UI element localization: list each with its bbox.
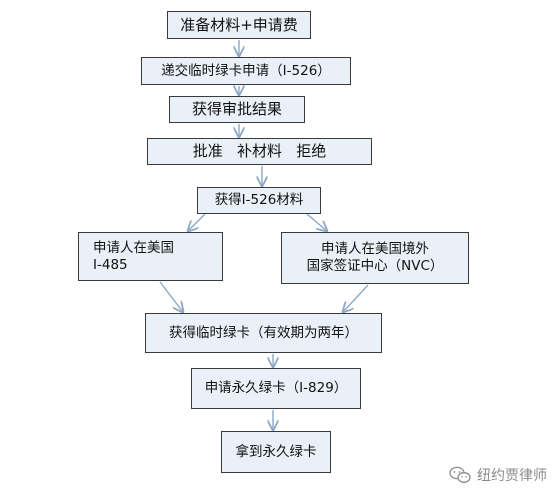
node-prepare-materials: 准备材料+申请费 — [167, 11, 311, 39]
node-permanent-green-card: 拿到永久绿卡 — [221, 431, 331, 473]
node-conditional-green-card: 获得临时绿卡（有效期为两年） — [145, 313, 382, 353]
watermark: 纽约贾律师 — [449, 465, 547, 485]
node-approval-result: 获得审批结果 — [169, 96, 305, 123]
arrow-n5-n7 — [306, 213, 327, 231]
node-apply-i829: 申请永久绿卡（I-829） — [191, 368, 361, 409]
node-applicant-abroad-nvc: 申请人在美国境外 国家签证中心（NVC） — [281, 232, 469, 284]
arrow-n7-n8 — [343, 284, 369, 312]
arrow-n6-n8 — [159, 281, 183, 312]
node-applicant-in-us: 申请人在美国 I-485 — [78, 232, 223, 281]
node-approve-supplement-reject: 批准 补材料 拒绝 — [147, 138, 372, 165]
arrow-n5-n6 — [188, 213, 206, 231]
watermark-text: 纽约贾律师 — [477, 468, 547, 484]
node-submit-i526: 递交临时绿卡申请（I-526） — [141, 57, 351, 85]
node-obtain-i526: 获得I-526材料 — [197, 187, 321, 214]
wechat-icon — [449, 466, 471, 484]
